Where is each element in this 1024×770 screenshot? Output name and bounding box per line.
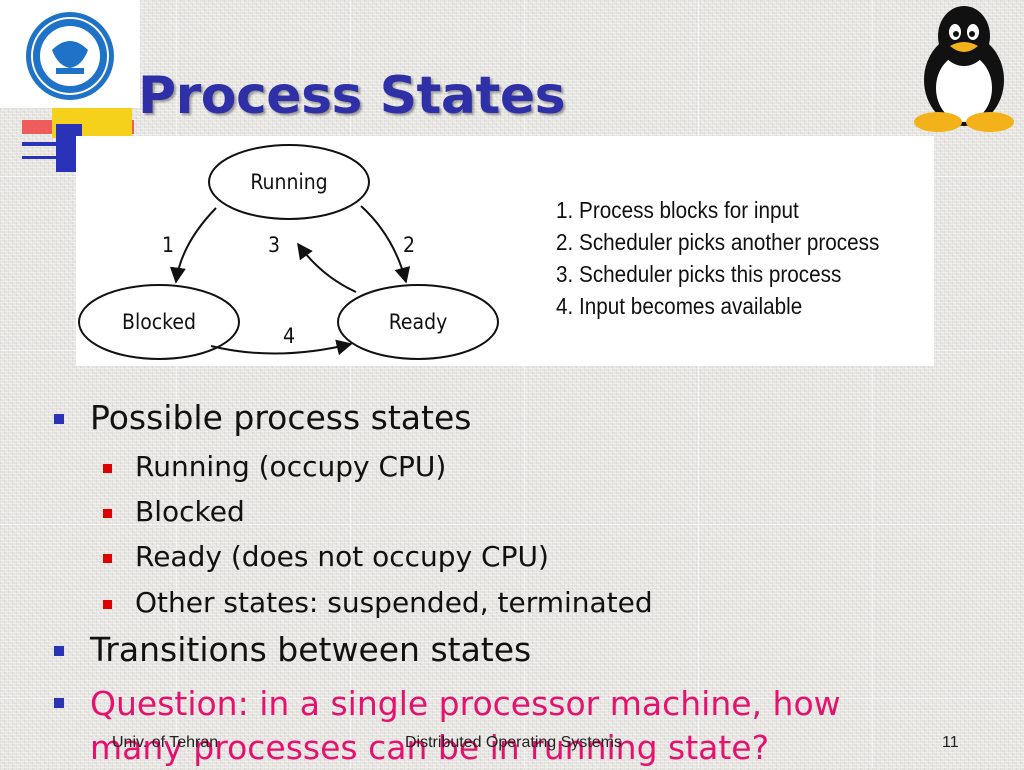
- edge-1-arrow: [169, 207, 217, 284]
- university-of-tehran-logo-icon: [26, 12, 114, 100]
- square-bullet-icon: [54, 698, 64, 708]
- square-bullet-icon: [54, 414, 64, 424]
- square-bullet-icon: [103, 554, 112, 563]
- transition-legend: 1. Process blocks for input 2. Scheduler…: [556, 194, 879, 322]
- sub-bullet-item: Blocked: [103, 495, 245, 528]
- node-running: [208, 144, 370, 220]
- bullet-item: Transitions between states: [54, 630, 532, 669]
- footer-center: Distributed Operating Systems: [405, 734, 622, 751]
- question-text: Question: in a single processor machine,…: [90, 684, 841, 767]
- legend-item: 4. Input becomes available: [556, 293, 803, 319]
- edge-3-label: 3: [268, 233, 280, 257]
- decor-line: [22, 156, 82, 159]
- bullet-item-question: Question: in a single processor machine,…: [54, 682, 920, 770]
- edge-4-label: 4: [283, 324, 295, 348]
- legend-item: 3. Scheduler picks this process: [556, 261, 842, 287]
- texture-line: [872, 0, 873, 768]
- sub-bullet-item: Ready (does not occupy CPU): [103, 540, 549, 573]
- texture-line: [0, 698, 1024, 699]
- sub-bullet-item: Running (occupy CPU): [103, 450, 447, 483]
- sub-bullet-text: Blocked: [135, 495, 245, 528]
- texture-line: [524, 0, 525, 768]
- page-number: 11: [942, 734, 959, 751]
- texture-line: [350, 0, 351, 768]
- node-ready: [337, 284, 499, 360]
- square-bullet-icon: [103, 464, 112, 473]
- node-blocked-label: Blocked: [122, 310, 196, 334]
- bullet-text: Transitions between states: [90, 630, 532, 669]
- state-diagram-svg: Running Blocked Ready 1 2 3 4: [78, 144, 499, 360]
- sub-bullet-text: Other states: suspended, terminated: [135, 586, 653, 619]
- texture-line: [698, 0, 699, 768]
- footer-left: Univ. of Tehran: [112, 734, 219, 751]
- sub-bullet-text: Ready (does not occupy CPU): [135, 540, 549, 573]
- slide-title: Process States: [138, 66, 566, 126]
- square-bullet-icon: [54, 646, 64, 656]
- square-bullet-icon: [103, 600, 112, 609]
- sub-bullet-item: Other states: suspended, terminated: [103, 586, 653, 619]
- edge-1-label: 1: [162, 233, 174, 257]
- bullet-item: Possible process states: [54, 398, 472, 437]
- texture-line: [176, 0, 177, 768]
- bullet-text: Possible process states: [90, 398, 472, 437]
- edge-3-arrow: [297, 242, 357, 293]
- square-bullet-icon: [103, 509, 112, 518]
- node-running-label: Running: [250, 170, 327, 194]
- edge-2-arrow: [360, 205, 411, 284]
- legend-item: 2. Scheduler picks another process: [556, 229, 880, 255]
- edge-4-arrow: [210, 339, 353, 356]
- node-ready-label: Ready: [389, 310, 448, 334]
- legend-item: 1. Process blocks for input: [556, 197, 799, 223]
- tux-penguin-icon: [914, 6, 1014, 132]
- university-logo: [0, 0, 140, 108]
- node-blocked: [78, 284, 240, 360]
- process-state-diagram: Running Blocked Ready 1 2 3 4 1. Process…: [76, 136, 934, 366]
- sub-bullet-text: Running (occupy CPU): [135, 450, 447, 483]
- texture-line: [0, 524, 1024, 525]
- edge-2-label: 2: [403, 233, 415, 257]
